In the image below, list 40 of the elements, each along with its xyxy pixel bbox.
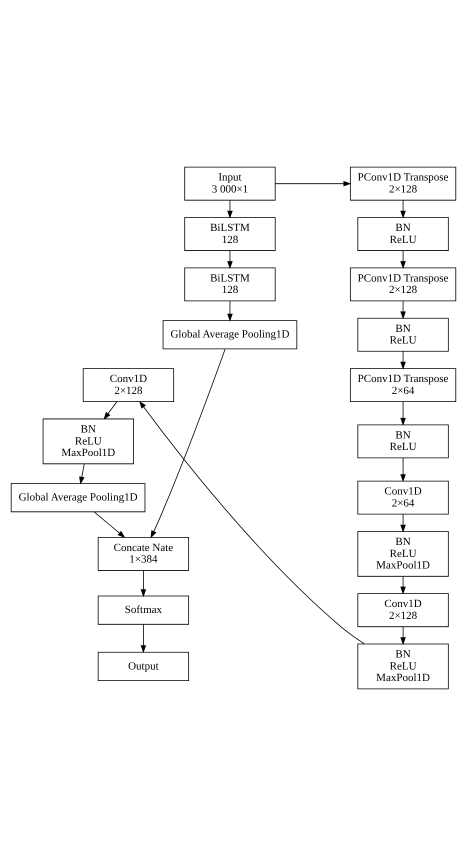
arrow xyxy=(227,300,233,322)
arrow xyxy=(150,348,226,538)
node-box: Global Average Pooling1D xyxy=(162,320,298,350)
arrow xyxy=(400,401,406,426)
node-box: Output xyxy=(98,652,190,681)
arrow xyxy=(400,200,406,219)
arrow xyxy=(227,200,233,219)
arrow xyxy=(400,514,406,533)
node-box: BN ReLU xyxy=(357,217,449,251)
arrow xyxy=(400,626,406,646)
node-box: Conv1D 2×128 xyxy=(357,593,449,628)
arrow xyxy=(400,250,406,269)
arrow xyxy=(79,464,85,485)
arrow xyxy=(104,401,118,420)
arrow xyxy=(227,250,233,269)
arrow xyxy=(400,351,406,370)
arrow xyxy=(140,624,146,654)
arrow xyxy=(140,570,146,598)
node-box: Concate Nate 1×384 xyxy=(98,536,190,571)
node-box: Softmax xyxy=(98,596,190,625)
arrow xyxy=(139,400,365,644)
node-box: Conv1D 2×128 xyxy=(82,368,174,402)
node-box: BiLSTM 128 xyxy=(184,217,276,251)
arrow xyxy=(94,512,126,538)
node-box: Conv1D 2×64 xyxy=(357,480,449,515)
node-box: BN ReLU xyxy=(357,424,449,458)
node-box: BN ReLU MaxPool1D xyxy=(42,418,134,464)
node-box: BN ReLU xyxy=(357,318,449,352)
node-box: PConv1D Transpose 2×128 xyxy=(350,166,456,201)
arrow xyxy=(400,300,406,320)
node-box: Global Average Pooling1D xyxy=(10,483,146,512)
arrow xyxy=(274,180,352,186)
node-box: PConv1D Transpose 2×128 xyxy=(350,267,456,302)
node-box: PConv1D Transpose 2×64 xyxy=(350,368,456,402)
arrow xyxy=(400,458,406,482)
node-box: Input 3 000×1 xyxy=(184,166,276,201)
node-box: BiLSTM 128 xyxy=(184,267,276,302)
node-box: BN ReLU MaxPool1D xyxy=(357,531,449,577)
node-box: BN ReLU MaxPool1D xyxy=(357,644,449,690)
arrow xyxy=(400,576,406,595)
